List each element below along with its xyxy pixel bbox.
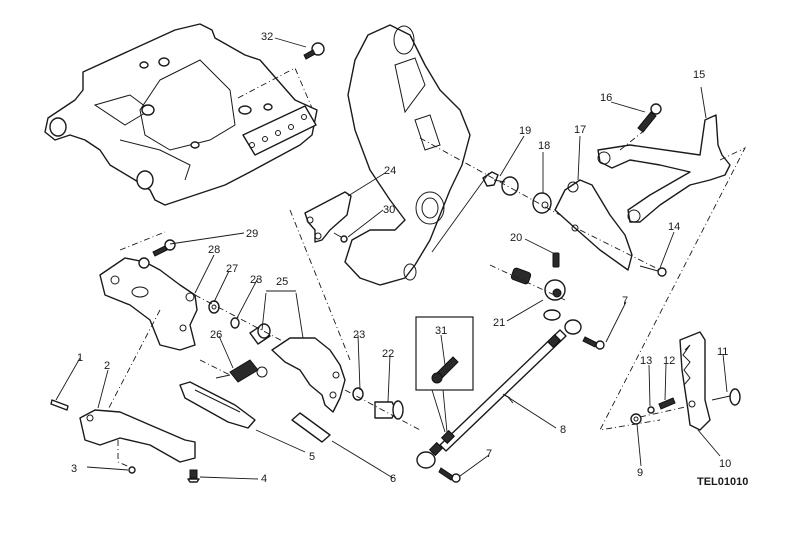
lever-21 bbox=[543, 279, 566, 321]
callout-4: 4 bbox=[261, 473, 267, 485]
callout-13: 13 bbox=[640, 355, 652, 367]
pin-1 bbox=[50, 399, 69, 411]
callout-26: 26 bbox=[210, 329, 222, 341]
bushing-18 bbox=[532, 192, 552, 214]
callout-32: 32 bbox=[261, 31, 273, 43]
callout-8: 8 bbox=[560, 424, 566, 436]
callout-21: 21 bbox=[493, 317, 505, 329]
bolt-20 bbox=[552, 252, 560, 268]
callout-7-lower: 7 bbox=[486, 448, 492, 460]
leader-lines bbox=[55, 37, 728, 480]
washer-top bbox=[138, 257, 150, 269]
brake-lever bbox=[271, 337, 346, 413]
callout-29: 29 bbox=[246, 228, 258, 240]
callout-25: 25 bbox=[276, 276, 288, 288]
oring-23-right bbox=[352, 387, 364, 401]
spring-26 bbox=[215, 359, 268, 383]
callout-15: 15 bbox=[693, 69, 705, 81]
bolt-32 bbox=[303, 42, 325, 60]
callout-28: 28 bbox=[208, 244, 220, 256]
washer-9 bbox=[630, 413, 642, 425]
footpeg-15 bbox=[597, 114, 731, 223]
callout-6: 6 bbox=[390, 473, 396, 485]
spring-12 bbox=[658, 397, 676, 410]
callout-24: 24 bbox=[384, 165, 396, 177]
inset-box-31 bbox=[415, 316, 474, 433]
callout-11: 11 bbox=[717, 346, 728, 358]
callout-9: 9 bbox=[637, 467, 643, 479]
callout-1: 1 bbox=[77, 352, 83, 364]
callout-23-right: 23 bbox=[353, 329, 365, 341]
rubber-sleeve bbox=[510, 267, 532, 285]
bushing-25 bbox=[249, 323, 271, 345]
pin-22 bbox=[374, 400, 404, 420]
callout-19: 19 bbox=[519, 125, 531, 137]
frame-section bbox=[44, 23, 318, 206]
callout-20: 20 bbox=[510, 232, 522, 244]
bolt-14 bbox=[639, 265, 667, 277]
callout-3: 3 bbox=[71, 463, 77, 475]
reference-code: TEL01010 bbox=[697, 476, 748, 488]
bolt-4 bbox=[187, 469, 200, 483]
bolt-7-lower bbox=[438, 467, 461, 483]
heel-guard-24 bbox=[304, 191, 352, 243]
pivot-19 bbox=[482, 171, 519, 196]
rubber-6 bbox=[291, 412, 331, 443]
callout-14: 14 bbox=[668, 221, 680, 233]
oring-23-left bbox=[230, 317, 240, 329]
callout-16: 16 bbox=[600, 92, 612, 104]
callout-18: 18 bbox=[538, 140, 550, 152]
callout-27: 27 bbox=[226, 263, 238, 275]
callout-22: 22 bbox=[382, 348, 394, 360]
callout-10: 10 bbox=[719, 458, 731, 470]
bolt-7-upper bbox=[582, 336, 605, 350]
callout-17: 17 bbox=[574, 124, 586, 136]
callout-12: 12 bbox=[663, 355, 675, 367]
callout-23-left: 23 bbox=[250, 274, 262, 286]
bracket-28 bbox=[99, 257, 198, 351]
callout-2: 2 bbox=[104, 360, 110, 372]
footpeg-hanger-plate bbox=[344, 24, 471, 286]
callout-31: 31 bbox=[435, 325, 447, 337]
callout-5: 5 bbox=[309, 451, 315, 463]
bolt-16 bbox=[637, 103, 662, 133]
bracket-17 bbox=[554, 179, 633, 271]
screw-30 bbox=[333, 232, 348, 243]
bolt-29 bbox=[152, 239, 176, 257]
bolt-11 bbox=[711, 388, 741, 406]
callout-7-upper: 7 bbox=[622, 295, 628, 307]
footpeg-2 bbox=[79, 409, 196, 463]
callout-labels: 32 24 30 29 28 27 23 25 26 23 22 1 2 3 4… bbox=[71, 31, 748, 488]
shift-rod-8 bbox=[416, 319, 582, 469]
footpeg-10 bbox=[679, 331, 711, 431]
footpeg-rubber-5 bbox=[179, 381, 256, 429]
clip-3 bbox=[128, 466, 136, 474]
ball-13 bbox=[647, 406, 655, 414]
callout-30: 30 bbox=[383, 204, 395, 216]
